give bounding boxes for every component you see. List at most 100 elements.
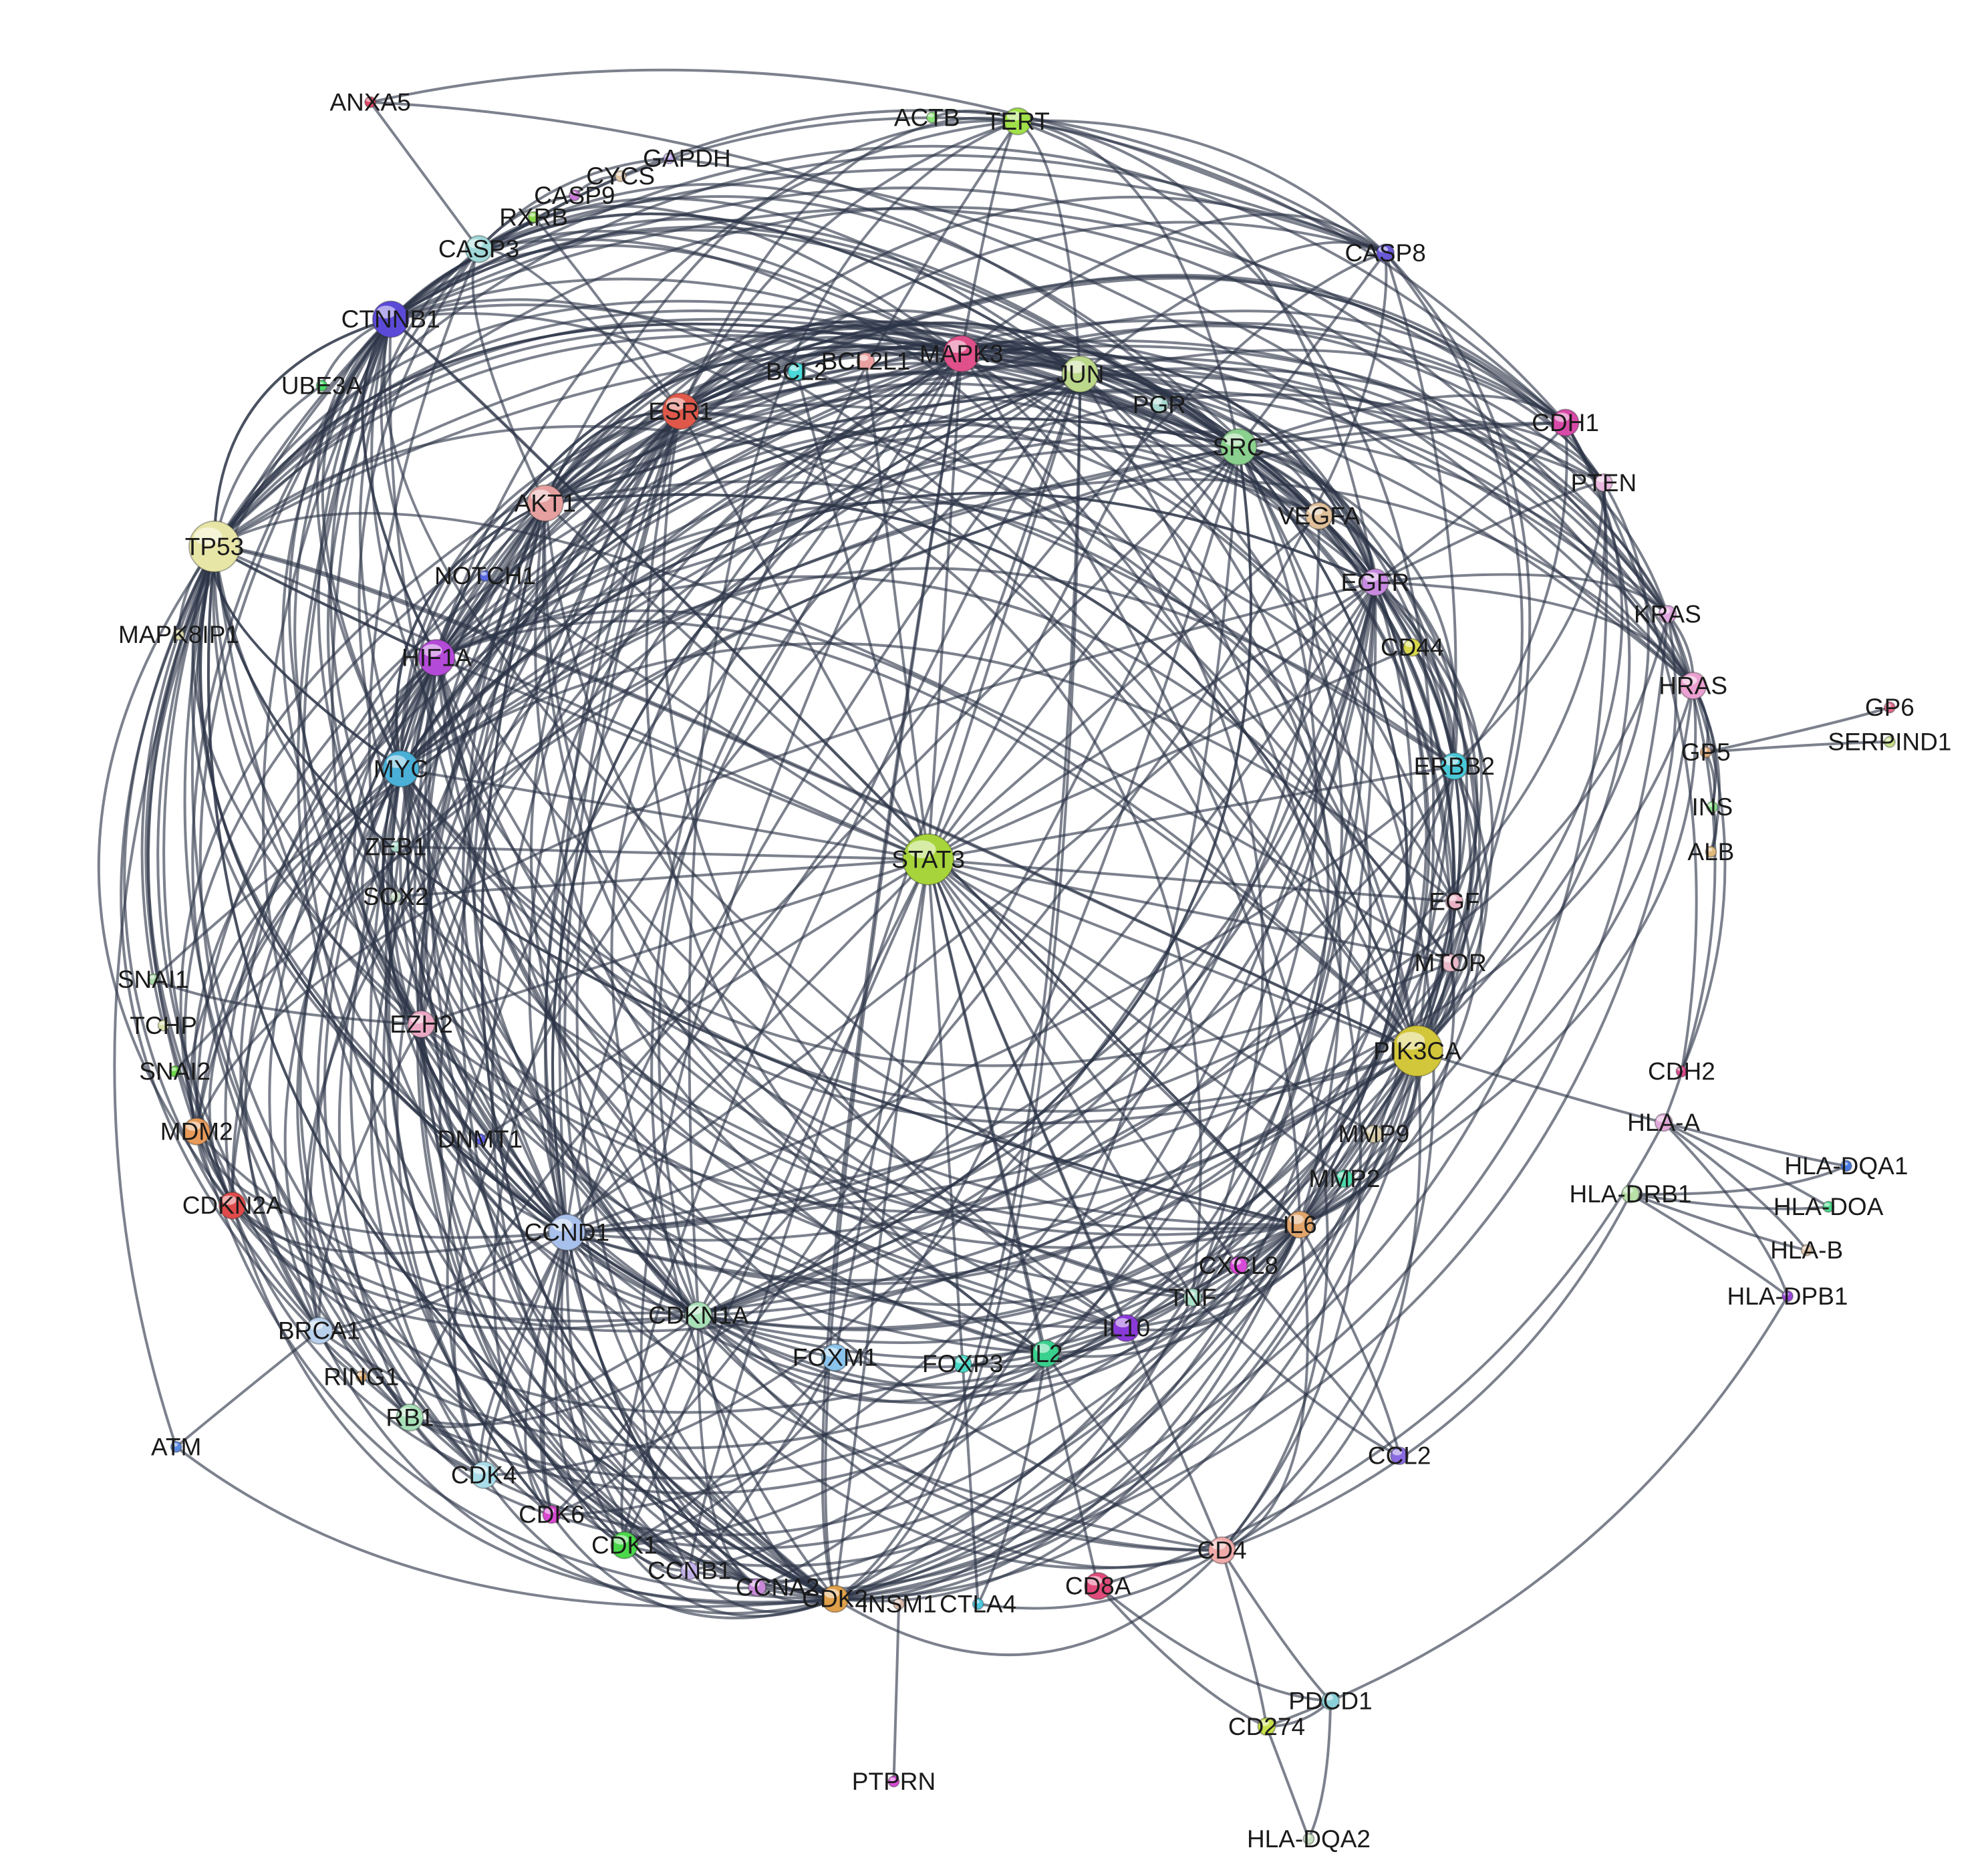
node-actb[interactable]: ACTB bbox=[894, 104, 960, 131]
node-tert[interactable]: TERT bbox=[986, 107, 1050, 136]
node-mapk3[interactable]: MAPK3 bbox=[919, 335, 1003, 373]
node-myc[interactable]: MYC bbox=[374, 750, 428, 788]
node-casp3[interactable]: CASP3 bbox=[438, 235, 519, 263]
node-zeb1[interactable]: ZEB1 bbox=[365, 833, 427, 860]
node-pten[interactable]: PTEN bbox=[1571, 469, 1637, 497]
node-tnf[interactable]: TNF bbox=[1169, 1284, 1217, 1311]
node-esr1[interactable]: ESR1 bbox=[648, 392, 713, 430]
node-egfr[interactable]: EGFR bbox=[1340, 568, 1409, 597]
interaction-edge bbox=[436, 656, 929, 861]
node-ctnnb1[interactable]: CTNNB1 bbox=[341, 300, 440, 338]
node-hla-drb1[interactable]: HLA-DRB1 bbox=[1569, 1180, 1691, 1208]
node-label: GP6 bbox=[1865, 694, 1914, 721]
node-il2[interactable]: IL2 bbox=[1028, 1339, 1063, 1368]
node-cdh2[interactable]: CDH2 bbox=[1648, 1058, 1715, 1085]
node-hras[interactable]: HRAS bbox=[1659, 672, 1727, 700]
node-serpind1[interactable]: SERPIND1 bbox=[1828, 728, 1951, 756]
interaction-edge bbox=[435, 657, 1127, 1330]
node-ccl2[interactable]: CCL2 bbox=[1368, 1442, 1431, 1470]
interaction-edge bbox=[927, 859, 1224, 1551]
node-atm[interactable]: ATM bbox=[151, 1433, 201, 1460]
interaction-edge bbox=[213, 328, 1320, 548]
node-cycs[interactable]: CYCS bbox=[586, 162, 655, 190]
node-pdcd1[interactable]: PDCD1 bbox=[1288, 1688, 1372, 1715]
node-ins[interactable]: INS bbox=[1691, 793, 1733, 821]
node-label: CASP9 bbox=[534, 182, 615, 209]
node-vegfa[interactable]: VEGFA bbox=[1278, 501, 1361, 530]
node-ube3a[interactable]: UBE3A bbox=[281, 372, 363, 400]
node-brca1[interactable]: BRCA1 bbox=[278, 1316, 360, 1345]
node-foxp3[interactable]: FOXP3 bbox=[922, 1350, 1003, 1377]
node-notch1[interactable]: NOTCH1 bbox=[434, 562, 536, 589]
interaction-edge bbox=[697, 253, 1388, 1317]
node-bcl2[interactable]: BCL2 bbox=[766, 358, 828, 386]
node-cdk2[interactable]: CDK2 bbox=[802, 1585, 868, 1613]
node-il6[interactable]: IL6 bbox=[1282, 1210, 1317, 1239]
node-snai1[interactable]: SNAI1 bbox=[118, 966, 189, 993]
node-casp9[interactable]: CASP9 bbox=[534, 182, 615, 209]
node-insm1[interactable]: INSM1 bbox=[861, 1590, 937, 1617]
node-ccna2[interactable]: CCNA2 bbox=[736, 1574, 819, 1601]
node-ptprn[interactable]: PTPRN bbox=[852, 1768, 936, 1795]
node-mmp2[interactable]: MMP2 bbox=[1309, 1165, 1381, 1192]
node-egf[interactable]: EGF bbox=[1429, 888, 1479, 915]
node-ezh2[interactable]: EZH2 bbox=[390, 1010, 453, 1039]
node-src[interactable]: SRC bbox=[1212, 428, 1264, 466]
interaction-edge bbox=[544, 370, 1377, 583]
node-ccnb1[interactable]: CCNB1 bbox=[648, 1557, 731, 1585]
node-kras[interactable]: KRAS bbox=[1634, 601, 1701, 628]
node-foxm1[interactable]: FOXM1 bbox=[793, 1343, 877, 1372]
node-cd4[interactable]: CD4 bbox=[1197, 1536, 1247, 1565]
node-ctla4[interactable]: CTLA4 bbox=[940, 1590, 1016, 1617]
node-pik3ca[interactable]: PIK3CA bbox=[1373, 1025, 1461, 1077]
node-gp5[interactable]: GP5 bbox=[1681, 739, 1731, 766]
node-bcl2l1[interactable]: BCL2L1 bbox=[821, 348, 911, 375]
node-label: HLA-DOA bbox=[1773, 1193, 1884, 1220]
node-alb[interactable]: ALB bbox=[1687, 838, 1734, 865]
node-hla-dqa2[interactable]: HLA-DQA2 bbox=[1247, 1825, 1371, 1853]
node-jun[interactable]: JUN bbox=[1056, 355, 1104, 393]
node-hla-dpb1[interactable]: HLA-DPB1 bbox=[1727, 1283, 1848, 1310]
node-cdkn1a[interactable]: CDKN1A bbox=[648, 1301, 749, 1330]
node-sox2[interactable]: SOX2 bbox=[363, 883, 429, 910]
node-hla-a[interactable]: HLA-A bbox=[1627, 1109, 1700, 1136]
node-label: RXRB bbox=[499, 203, 568, 231]
node-snai2[interactable]: SNAI2 bbox=[139, 1058, 210, 1085]
node-cdkn2a[interactable]: CDKN2A bbox=[182, 1191, 283, 1220]
interaction-edge bbox=[1298, 515, 1455, 1226]
node-mdm2[interactable]: MDM2 bbox=[160, 1117, 233, 1146]
node-label: ALB bbox=[1687, 838, 1734, 865]
node-mtor[interactable]: MTOR bbox=[1414, 949, 1486, 976]
node-ccnd1[interactable]: CCND1 bbox=[525, 1213, 609, 1251]
node-anxa5[interactable]: ANXA5 bbox=[329, 88, 410, 116]
node-hla-b[interactable]: HLA-B bbox=[1770, 1236, 1843, 1264]
node-hla-dqa1[interactable]: HLA-DQA1 bbox=[1784, 1152, 1908, 1180]
node-cd8a[interactable]: CD8A bbox=[1065, 1572, 1131, 1601]
node-cxcl8[interactable]: CXCL8 bbox=[1199, 1252, 1278, 1279]
node-hif1a[interactable]: HIF1A bbox=[402, 639, 472, 677]
node-hla-doa[interactable]: HLA-DOA bbox=[1773, 1193, 1884, 1220]
node-casp8[interactable]: CASP8 bbox=[1344, 239, 1425, 267]
node-il10[interactable]: IL10 bbox=[1102, 1314, 1150, 1343]
node-dnmt1[interactable]: DNMT1 bbox=[438, 1125, 523, 1153]
node-tchp[interactable]: TCHP bbox=[130, 1012, 197, 1039]
node-cdh1[interactable]: CDH1 bbox=[1532, 408, 1599, 437]
node-ring1[interactable]: RING1 bbox=[323, 1363, 399, 1390]
node-rb1[interactable]: RB1 bbox=[386, 1403, 434, 1432]
node-erbb2[interactable]: ERBB2 bbox=[1414, 752, 1495, 781]
node-cd274[interactable]: CD274 bbox=[1228, 1713, 1305, 1740]
interaction-edge bbox=[550, 1513, 836, 1619]
node-akt1[interactable]: AKT1 bbox=[515, 484, 577, 522]
node-pgr[interactable]: PGR bbox=[1133, 391, 1186, 418]
node-mapk8ip1[interactable]: MAPK8IP1 bbox=[118, 621, 239, 648]
node-mmp9[interactable]: MMP9 bbox=[1338, 1120, 1409, 1148]
node-cd44[interactable]: CD44 bbox=[1381, 634, 1444, 661]
node-rxrb[interactable]: RXRB bbox=[499, 203, 568, 231]
node-cdk6[interactable]: CDK6 bbox=[519, 1501, 585, 1528]
interaction-edge bbox=[1079, 373, 1372, 1226]
node-gapdh[interactable]: GAPDH bbox=[643, 144, 731, 172]
node-cdk4[interactable]: CDK4 bbox=[451, 1460, 517, 1489]
interaction-edge bbox=[927, 858, 1346, 1180]
node-cdk1[interactable]: CDK1 bbox=[591, 1530, 658, 1559]
node-gp6[interactable]: GP6 bbox=[1865, 694, 1914, 721]
